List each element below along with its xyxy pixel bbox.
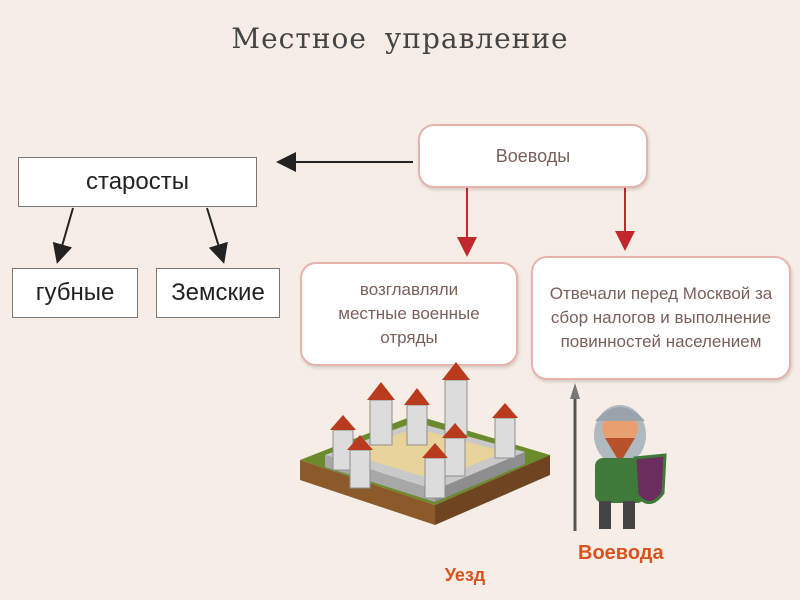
responsible-box: Отвечали перед Москвой за сбор налогов и… xyxy=(531,256,791,380)
uezd-label: Уезд xyxy=(444,565,486,585)
voevody-box: Воеводы xyxy=(418,124,648,188)
responsible-label: Отвечали перед Москвой за сбор налогов и… xyxy=(549,284,773,351)
voevoda-warrior-illustration xyxy=(570,383,667,531)
headed-box: возглавляли местные военные отряды xyxy=(300,262,518,366)
gubnye-label: губные xyxy=(35,279,115,306)
page-title: Местное управление xyxy=(231,22,569,55)
arrow-starosty-to-gubnye xyxy=(52,207,74,264)
gubnye-box: губные xyxy=(12,268,138,318)
castle-illustration xyxy=(300,362,550,525)
starosty-box: старосты xyxy=(18,157,257,207)
zemskie-label: Земские xyxy=(171,279,265,306)
headed-label: возглавляли местные военные отряды xyxy=(338,280,480,347)
voevody-label: Воеводы xyxy=(495,145,571,166)
voevoda-label: Воевода xyxy=(578,542,664,564)
zemskie-box: Земские xyxy=(156,268,280,318)
uezd-caption: Уезд xyxy=(440,565,490,586)
starosty-label: старосты xyxy=(85,168,189,195)
arrow-starosty-to-zemskie xyxy=(206,207,228,264)
voevoda-caption: Воевода xyxy=(578,540,664,566)
